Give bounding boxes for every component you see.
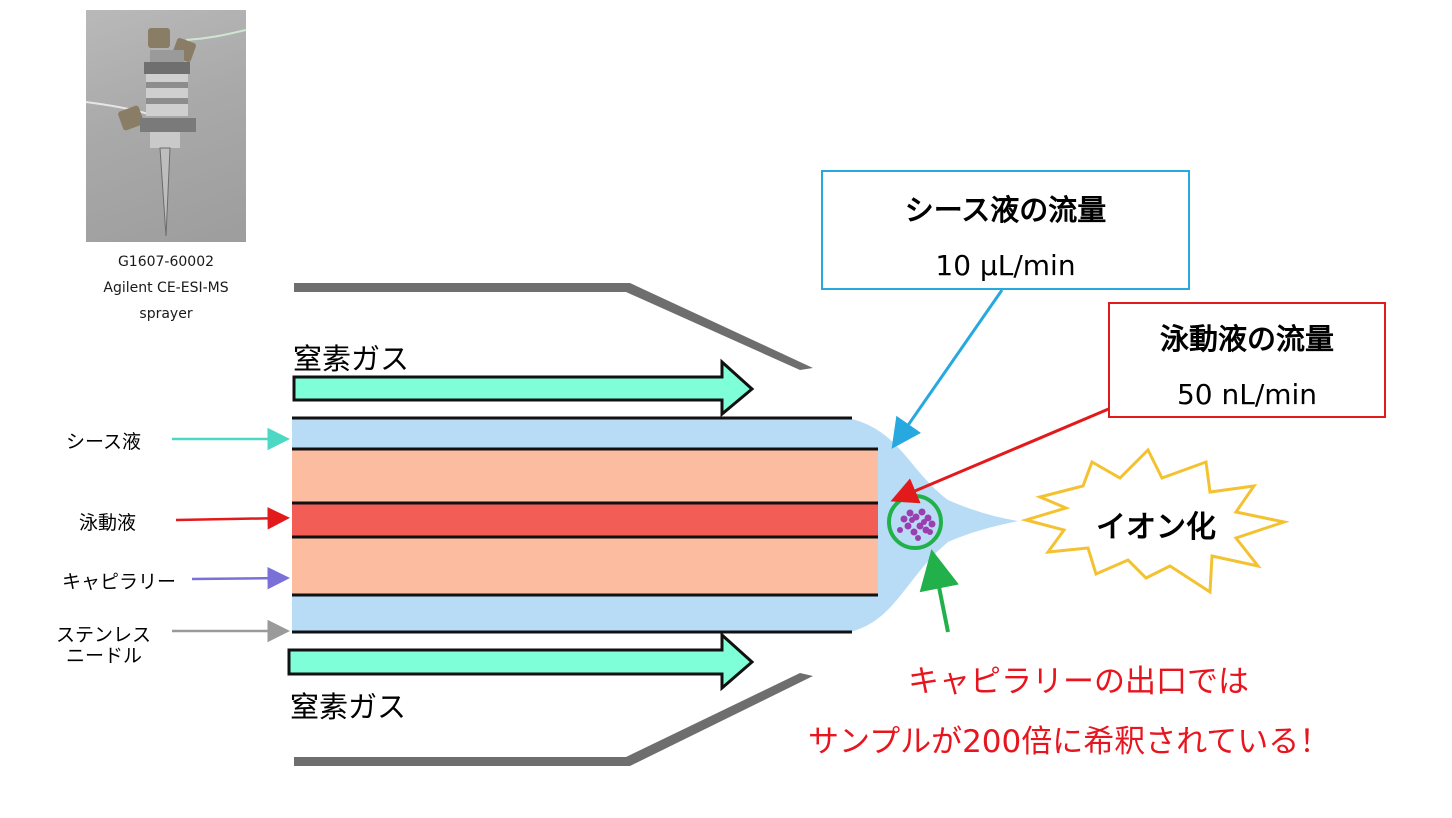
capillary-wall-bottom xyxy=(292,537,878,595)
nitrogen-gas-arrow-bottom xyxy=(287,631,755,692)
ionization-burst xyxy=(1020,447,1290,595)
capillary-label: キャピラリー xyxy=(62,571,177,593)
stainless-label-line2: ニードル xyxy=(66,645,143,667)
nitrogen-gas-arrow-top xyxy=(292,358,755,418)
mobile-pointer-arrow xyxy=(175,507,290,530)
photo-caption-part-number: G1607-60002 xyxy=(117,254,215,270)
sprayer-illustration xyxy=(86,28,246,237)
nitrogen-gas-label-bottom: 窒素ガス xyxy=(290,690,407,724)
outer-tube-top xyxy=(294,283,813,370)
stainless-label-line1: ステンレス xyxy=(56,624,152,646)
sheath-box-leader xyxy=(891,289,1004,449)
sheath-flow-value: 10 μL/min xyxy=(935,249,1076,282)
ionization-label: イオン化 xyxy=(1096,510,1216,545)
photo-caption-sprayer: sprayer xyxy=(139,306,193,322)
capillary-pointer-arrow xyxy=(191,566,290,590)
mobile-flow-value: 50 nL/min xyxy=(1176,378,1318,411)
dilution-note-line1: キャピラリーの出口では xyxy=(908,664,1249,700)
nitrogen-gas-label-top: 窒素ガス xyxy=(293,342,410,376)
mobile-liquid-label: 泳動液 xyxy=(79,512,137,534)
mobile-box-leader xyxy=(890,403,1119,504)
sample-droplets xyxy=(897,508,936,541)
sheath-flow-title: シース液の流量 xyxy=(904,193,1107,227)
photo-caption-product: Agilent CE-ESI-MS xyxy=(103,280,229,296)
note-leader xyxy=(919,549,959,633)
mobile-flow-callout: 泳動液の流量 50 nL/min xyxy=(1108,302,1386,418)
sheath-liquid-label: シース液 xyxy=(66,431,142,453)
outer-tube-bottom xyxy=(294,673,813,766)
dilution-note-line2: サンプルが200倍に希釈されている！ xyxy=(808,724,1331,760)
mobile-liquid-channel xyxy=(292,503,878,537)
capillary-wall-top xyxy=(292,449,878,503)
mobile-flow-title: 泳動液の流量 xyxy=(1159,322,1334,356)
sheath-flow-callout: シース液の流量 10 μL/min xyxy=(821,170,1190,290)
sprayer-photo xyxy=(86,10,246,242)
